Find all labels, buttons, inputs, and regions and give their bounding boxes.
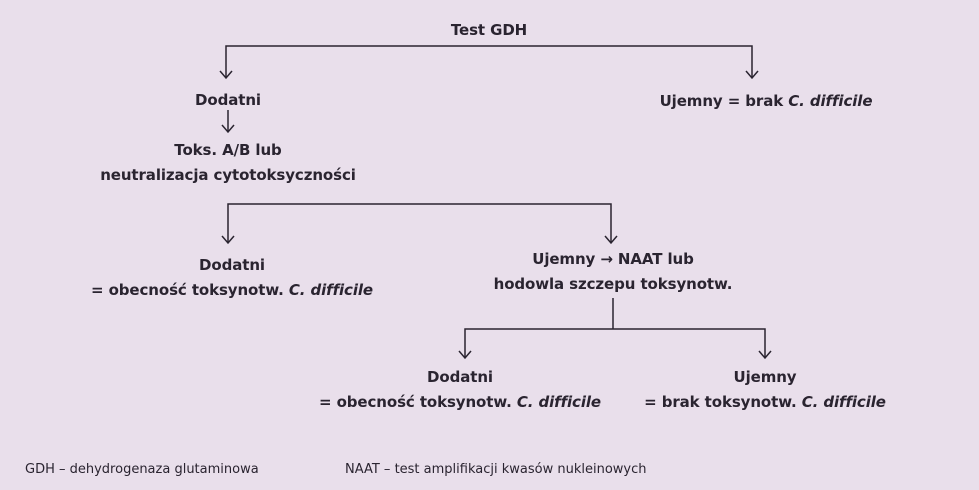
node-label-line1: Ujemny → NAAT lub [532,250,694,268]
toxin-test-node: Toks. A/B lub neutralizacja cytotoksyczn… [100,138,356,188]
naat-positive-node: Dodatni = obecność toksynotw. C. diffici… [319,365,601,415]
node-label: Test GDH [450,21,528,39]
node-label: Dodatni [195,91,261,109]
node-label-line2: hodowla szczepu toksynotw. [493,275,733,293]
gdh-negative-node: Ujemny = brak C. difficile [660,89,873,114]
node-label-line1: Ujemny [733,368,797,386]
node-label-line2: = brak toksynotw. C. difficile [644,390,886,415]
node-label-line2: = obecność toksynotw. C. difficile [91,278,373,303]
gdh-positive-node: Dodatni [195,88,261,113]
node-text: = obecność toksynotw. [90,281,289,299]
naat-negative-node: Ujemny = brak toksynotw. C. difficile [644,365,886,415]
organism-name: C. difficile [788,92,873,110]
node-label: Ujemny = brak [659,92,789,110]
footnote-naat: NAAT – test amplifikacji kwasów nukleino… [345,462,647,477]
toxin-branch [221,203,618,245]
node-label-line2: neutralizacja cytotoksyczności [100,166,356,184]
node-text: = brak toksynotw. [644,393,802,411]
arrowhead [219,70,233,80]
toxin-negative-node: Ujemny → NAAT lub hodowla szczepu toksyn… [494,247,733,297]
node-label-line1: Toks. A/B lub [174,141,282,159]
organism-name: C. difficile [516,393,602,411]
positive-to-toxin-arrow [221,110,235,134]
naat-branch [458,298,772,360]
node-label-line1: Dodatni [199,256,265,274]
toxin-positive-node: Dodatni = obecność toksynotw. C. diffici… [91,253,373,303]
footnote-gdh: GDH – dehydrogenaza glutaminowa [25,462,259,477]
organism-name: C. difficile [801,393,886,411]
node-label-line2: = obecność toksynotw. C. difficile [319,390,601,415]
root-node-test-gdh: Test GDH [451,18,527,43]
root-branch [219,45,759,80]
node-label-line1: Dodatni [427,368,493,386]
arrowhead [745,70,759,80]
node-text: = obecność toksynotw. [318,393,517,411]
organism-name: C. difficile [288,281,374,299]
